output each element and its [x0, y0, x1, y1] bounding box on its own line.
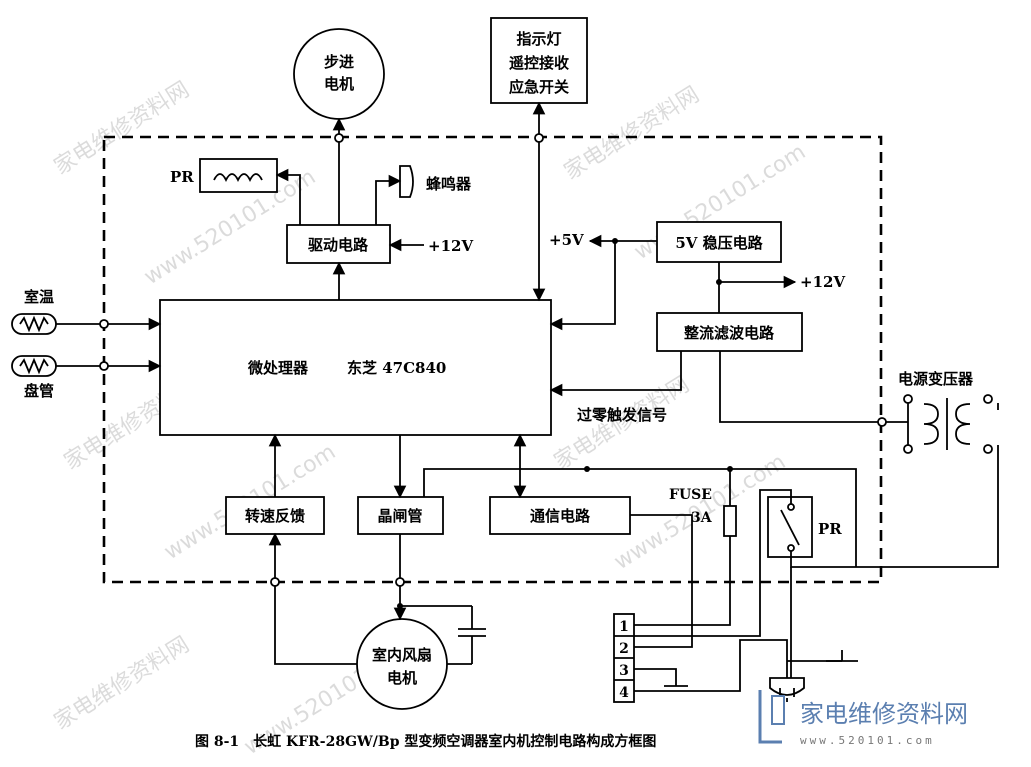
plug-icon	[769, 677, 805, 696]
power-plug	[769, 677, 805, 702]
heater-coil-icon	[213, 173, 263, 183]
pr-relay: PR	[767, 496, 842, 558]
capacitor	[402, 605, 486, 665]
thyristor-label: 晶闸管	[377, 507, 422, 525]
figure-caption: 图 8-1 长虹 KFR-28GW/Bp 型变频空调器室内机控制电路构成方框图	[195, 733, 656, 750]
regulator-label: 5V 稳压电路	[675, 234, 763, 252]
rectifier-block: 整流滤波电路	[656, 312, 803, 352]
logo-url: www.520101.com	[800, 734, 935, 747]
room-temp-sensor: 室温	[11, 288, 57, 335]
fuse: FUSE 3A	[669, 487, 737, 537]
indicator-label-2: 遥控接收	[509, 54, 569, 72]
pr-top-label: PR	[170, 168, 194, 186]
indicator-label-1: 指示灯	[516, 30, 561, 48]
terminal-2: 2	[619, 641, 629, 657]
fuse-label: FUSE	[669, 487, 712, 503]
buzzer: 蜂鸣器	[399, 165, 472, 198]
indoor-fan-motor: 室内风扇 电机	[356, 618, 448, 710]
logo-text: 家电维修资料网	[800, 700, 968, 728]
zero-cross-label: 过零触发信号	[577, 406, 667, 424]
wiring	[56, 101, 999, 692]
coil-pipe-label: 盘管	[24, 382, 54, 400]
room-temp-label: 室温	[24, 288, 54, 306]
stepper-motor-label-1: 步进	[324, 53, 354, 71]
stepper-motor-label-2: 电机	[324, 75, 354, 93]
speed-feedback-block: 转速反馈	[225, 496, 325, 535]
terminal-4: 4	[619, 685, 629, 701]
fuse-rating-label: 3A	[691, 510, 713, 526]
coil-temp-sensor: 盘管	[11, 355, 57, 400]
thermistor-icon	[19, 315, 49, 333]
thyristor-block: 晶闸管	[357, 496, 444, 535]
rectifier-label: 整流滤波电路	[684, 324, 775, 342]
site-logo: 家电维修资料网 www.520101.com	[758, 690, 968, 747]
regulator-block: 5V 稳压电路 +5V +12V	[549, 221, 845, 291]
indicator-block: 指示灯 遥控接收 应急开关	[490, 17, 588, 104]
thermistor-icon	[19, 357, 49, 375]
mcu-label: 微处理器	[247, 359, 309, 377]
driver-12v-label: +12V	[428, 237, 473, 255]
driver-label: 驱动电路	[308, 236, 369, 254]
driver-circuit: 驱动电路 +12V	[286, 224, 473, 264]
regulator-12v-label: +12V	[800, 273, 845, 291]
pr-right-label: PR	[818, 520, 842, 538]
watermark-site: 家电维修资料网	[50, 632, 194, 735]
buzzer-label: 蜂鸣器	[426, 175, 472, 193]
indicator-label-3: 应急开关	[509, 78, 569, 96]
fan-motor-label-2: 电机	[387, 669, 417, 687]
microprocessor: 微处理器 东芝 47C840	[159, 299, 552, 436]
stepper-motor: 步进 电机	[293, 28, 385, 120]
comm-circuit-block: 通信电路	[489, 496, 631, 535]
plus5v-label: +5V	[549, 231, 584, 249]
comm-label: 通信电路	[530, 507, 591, 525]
watermark-site: 家电维修资料网	[50, 77, 194, 180]
speed-feedback-label: 转速反馈	[245, 507, 305, 525]
fan-motor-label-1: 室内风扇	[372, 646, 432, 664]
terminal-3: 3	[619, 663, 629, 679]
ground-symbols	[664, 660, 858, 687]
terminal-1: 1	[619, 619, 629, 635]
power-transformer: 电源变压器	[898, 370, 993, 454]
controller-board-outline	[102, 135, 883, 584]
pr-heater-top: PR	[170, 158, 278, 193]
terminal-strip: 1 2 3 4	[613, 613, 635, 703]
mcu-chip-label: 东芝 47C840	[347, 359, 446, 377]
buzzer-icon	[399, 165, 414, 198]
transformer-label: 电源变压器	[898, 370, 974, 388]
